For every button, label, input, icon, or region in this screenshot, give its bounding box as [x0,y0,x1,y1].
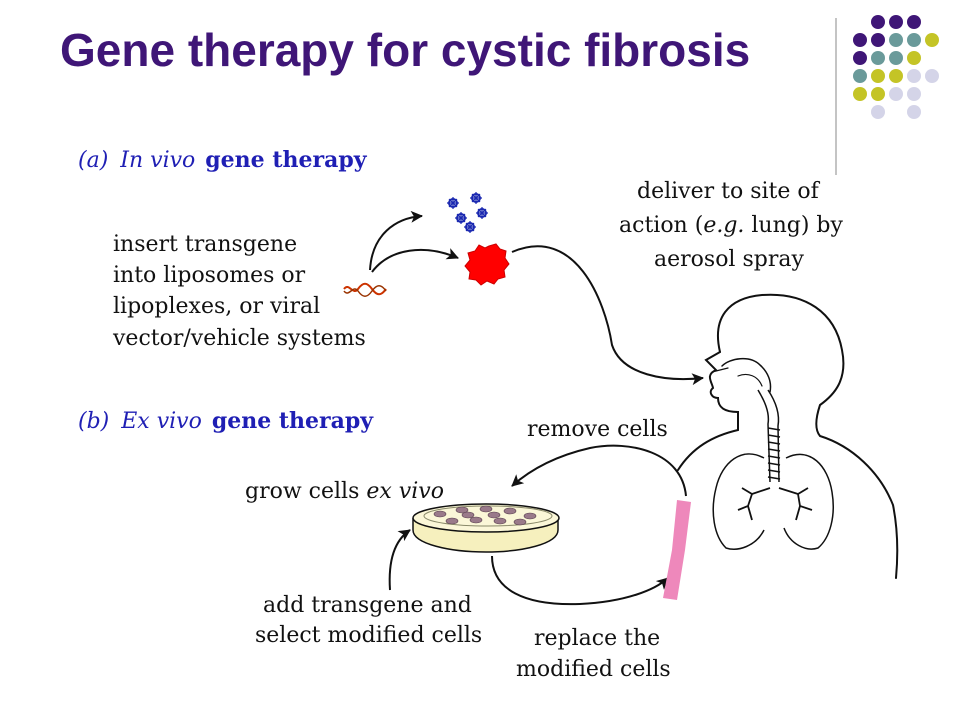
deliver-text-line-3: aerosol spray [654,247,804,272]
decorative-dot [853,69,867,83]
decorative-dot [871,33,885,47]
decorative-dot [907,69,921,83]
dish-cell [433,510,447,518]
petri-dish-icon [412,503,560,553]
insert-text-line-4: vector/vehicle systems [112,326,366,351]
decorative-dot [925,33,939,47]
cell-site-bar-icon [663,500,691,600]
decorative-dot [889,69,903,83]
replace-line-2: modified cells [516,657,671,682]
dish-cell [513,518,527,526]
trachea-ring [767,441,781,445]
slide-title: Gene therapy for cystic fibrosis [60,24,751,76]
deliver-text-line-1: deliver to site of [637,179,821,204]
decorative-dot [871,105,885,119]
trachea-ring [767,455,781,459]
viral-vector-particles-icon [447,192,488,233]
decorative-dot [889,51,903,65]
decorative-dot [853,87,867,101]
arrow-remove-cells [511,444,687,497]
decorative-dot [925,69,939,83]
arrow-to-lung [511,245,704,386]
arrow-to-vectors [369,210,423,271]
decorative-dot [889,15,903,29]
add-transgene-line-2: select modified cells [255,623,482,648]
section-a-label: (a) In vivo gene therapy [78,147,368,173]
decorative-dot [871,87,885,101]
decorative-dot-grid [835,15,939,175]
decorative-dot [907,105,921,119]
insert-text-line-1: insert transgene [113,232,297,257]
arrow-replace-cells [491,555,669,606]
lungs-outline [712,453,834,550]
decorative-dot [853,33,867,47]
insert-text-line-3: lipoplexes, or viral [113,294,320,319]
dish-cell [455,506,469,514]
dish-cell [461,511,475,519]
dish-cell [445,517,459,525]
trachea-ring [767,469,781,473]
decorative-dot [907,87,921,101]
replace-line-1: replace the [534,626,660,651]
decorative-dot [907,15,921,29]
decorative-dot [871,69,885,83]
trachea-ring [767,434,781,438]
dish-cell [493,517,507,525]
decorative-dot [871,15,885,29]
dish-cell [479,505,493,513]
grow-cells-label: grow cells ex vivo [245,479,444,504]
dish-cell [487,511,501,519]
insert-text-line-2: into liposomes or [113,263,306,288]
trachea-ring [767,476,781,480]
decorative-dot [871,51,885,65]
human-torso-outline [677,293,899,579]
decorative-dot [907,33,921,47]
dish-cell [469,516,483,524]
section-b-label: (b) Ex vivo gene therapy [78,408,374,434]
deliver-text-line-2: action (e.g. lung) by [619,213,844,238]
add-transgene-line-1: add transgene and [263,593,472,618]
remove-cells-label: remove cells [527,417,668,442]
decorative-dot [853,51,867,65]
trachea-ring [767,427,781,431]
decorative-dot [889,33,903,47]
trachea-icon [757,389,781,483]
liposome-blob-icon [464,243,510,286]
decorative-dot [889,87,903,101]
trachea-ring [767,448,781,452]
dna-strand-icon [343,282,387,297]
dish-cell [503,507,517,515]
trachea-ring [767,462,781,466]
arrow-to-liposome [371,248,459,273]
dish-cell [523,512,537,520]
decorative-dot [907,51,921,65]
arrow-add-transgene [388,529,411,591]
